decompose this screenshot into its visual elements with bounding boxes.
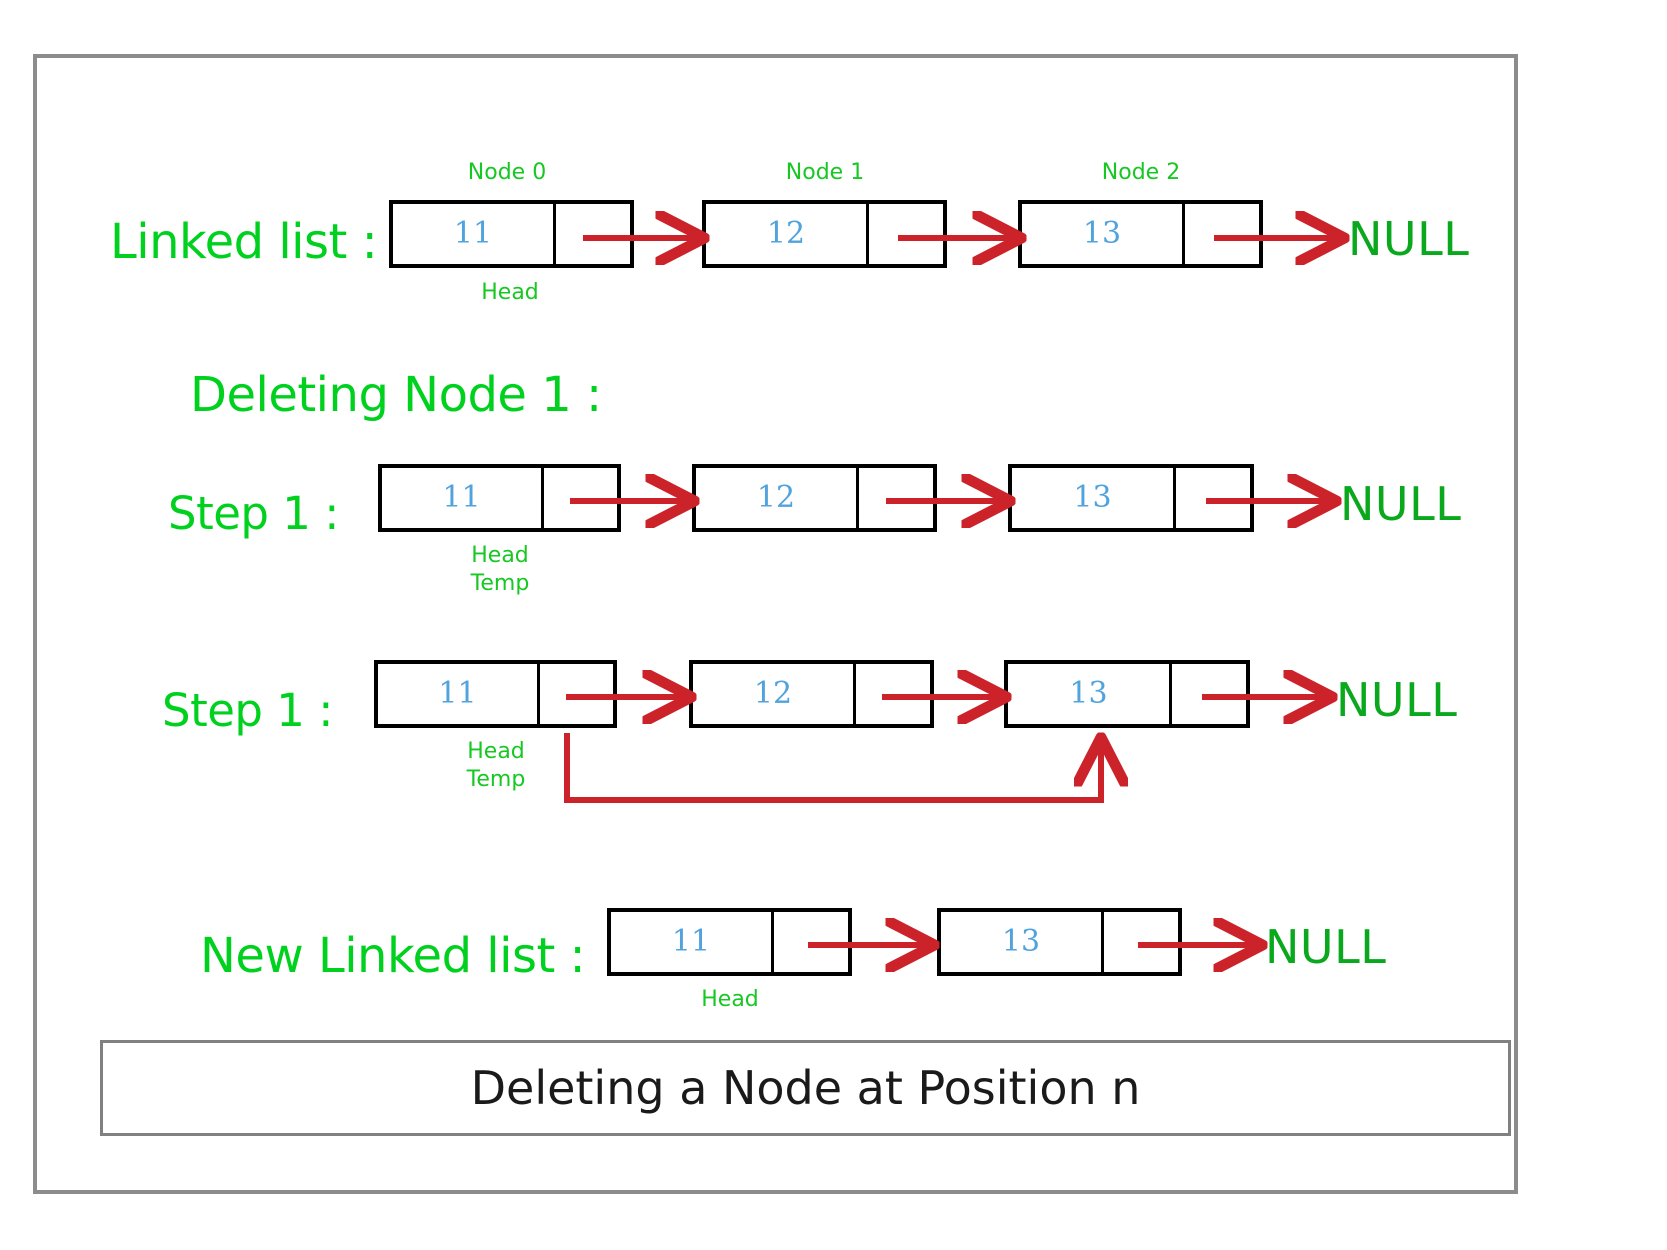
node-box: 11: [378, 464, 621, 532]
node-data-cell: 13: [1012, 468, 1176, 528]
node-value: 11: [453, 216, 493, 251]
node-pointer-cell: [544, 468, 617, 528]
node-box: 11: [389, 200, 634, 268]
row-label-step-1-a: Step 1 :: [168, 487, 339, 540]
node-data-cell: 13: [941, 912, 1104, 972]
node-value: 13: [1082, 216, 1122, 251]
node-pointer-cell: [1172, 664, 1246, 724]
node-box: 13: [1008, 464, 1254, 532]
node-data-cell: 11: [382, 468, 544, 528]
node-value: 12: [756, 480, 796, 515]
node-pointer-cell: [869, 204, 943, 264]
pointer-label-head: Head: [467, 739, 525, 764]
node-box: 12: [689, 660, 934, 728]
node-data-cell: 13: [1022, 204, 1185, 264]
node-box: 12: [692, 464, 937, 532]
node-caption-node-2: Node 2: [1101, 160, 1181, 185]
node-data-cell: 12: [706, 204, 869, 264]
section-heading-deleting-node: Deleting Node 1 :: [190, 367, 602, 423]
node-box: 13: [937, 908, 1182, 976]
node-pointer-cell: [1104, 912, 1178, 972]
node-caption-node-0: Node 0: [467, 160, 547, 185]
node-pointer-cell: [1185, 204, 1259, 264]
row-label-new-linked-list: New Linked list :: [200, 928, 586, 984]
node-data-cell: 12: [693, 664, 856, 724]
node-box: 11: [607, 908, 852, 976]
null-terminator: NULL: [1348, 212, 1470, 266]
node-box: 12: [702, 200, 947, 268]
node-box: 13: [1018, 200, 1263, 268]
pointer-label-temp: Temp: [470, 571, 530, 596]
pointer-label-head: Head: [701, 987, 759, 1012]
node-value: 13: [1073, 480, 1112, 515]
row-label-step-1-b: Step 1 :: [162, 684, 333, 737]
caption-text: Deleting a Node at Position n: [470, 1061, 1141, 1115]
node-value: 11: [442, 480, 481, 515]
null-terminator: NULL: [1265, 920, 1387, 974]
node-value: 12: [766, 216, 806, 251]
node-pointer-cell: [1176, 468, 1250, 528]
null-terminator: NULL: [1336, 673, 1458, 727]
node-pointer-cell: [859, 468, 933, 528]
node-data-cell: 13: [1008, 664, 1172, 724]
row-label-linked-list: Linked list :: [110, 214, 378, 270]
pointer-label-head: Head: [481, 280, 539, 305]
node-box: 11: [374, 660, 617, 728]
pointer-label-temp: Temp: [466, 767, 526, 792]
node-caption-node-1: Node 1: [785, 160, 865, 185]
node-pointer-cell: [556, 204, 630, 264]
node-value: 11: [671, 924, 711, 959]
node-box: 13: [1004, 660, 1250, 728]
node-pointer-cell: [856, 664, 930, 724]
node-pointer-cell: [774, 912, 848, 972]
caption-box: Deleting a Node at Position n: [100, 1040, 1511, 1136]
node-data-cell: 12: [696, 468, 859, 528]
node-data-cell: 11: [378, 664, 540, 724]
pointer-label-head: Head: [471, 543, 529, 568]
node-value: 12: [753, 676, 793, 711]
node-value: 13: [1069, 676, 1108, 711]
node-pointer-cell: [540, 664, 613, 724]
node-value: 11: [438, 676, 477, 711]
node-data-cell: 11: [611, 912, 774, 972]
node-data-cell: 11: [393, 204, 556, 264]
node-value: 13: [1001, 924, 1041, 959]
null-terminator: NULL: [1340, 477, 1462, 531]
